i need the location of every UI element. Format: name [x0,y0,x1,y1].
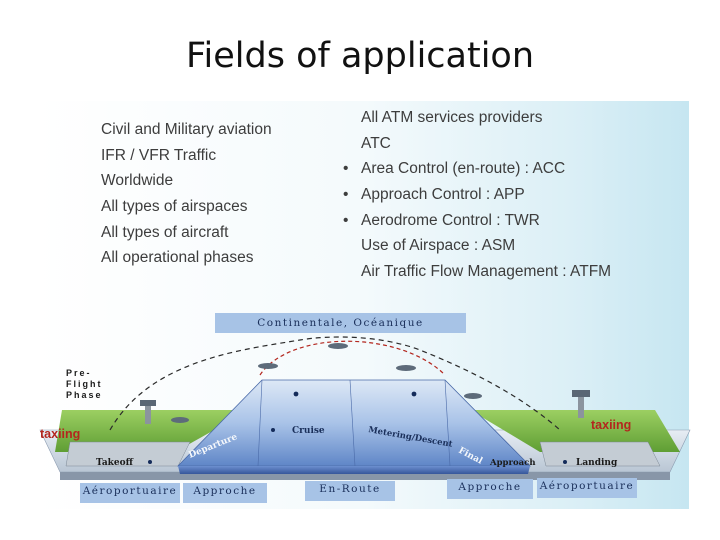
services-item-text: Air Traffic Flow Management : ATFM [361,263,612,281]
services-item: ATC [343,131,611,157]
scope-item: All types of aircraft [101,223,229,241]
segment-marker [271,428,275,432]
services-item: • Aerodrome Control : TWR [343,208,611,234]
sector-line [349,379,356,467]
segment-label-approach: Approach [489,458,536,468]
runway-right [539,441,661,467]
services-item-text: Approach Control : APP [361,186,525,204]
control-tower-icon [140,400,156,424]
bullet: • [343,186,349,204]
services-item-text: ATC [361,134,391,152]
sector-line [444,379,451,467]
scope-item: Worldwide [101,172,174,190]
scope-item: All types of airspaces [101,198,248,216]
bottom-label-airport-2: Aéroportuaire [537,478,637,498]
scope-item: IFR / VFR Traffic [101,146,217,164]
services-item-text: Aerodrome Control : TWR [361,211,540,229]
segment-marker [148,460,152,464]
bullet: • [343,211,349,229]
services-item: Air Traffic Flow Management : ATFM [343,259,611,285]
flight-trajectory [109,336,561,431]
segment-label-cruise: Cruise [292,426,325,436]
scope-item: All operational phases [101,249,254,267]
services-item-text: Use of Airspace : ASM [361,237,516,255]
bullet: • [343,160,349,178]
bottom-label-airport: Aéroportuaire [80,483,180,503]
services-item-text: All ATM services providers [361,109,543,126]
segment-label-landing: Landing [576,458,618,468]
ground-right [470,410,680,452]
bottom-label-en-route: En-Route [305,481,395,501]
ground-left [55,410,250,452]
segment-label-takeoff: Takeoff [96,458,134,468]
bottom-label-approach: Approche [183,483,267,503]
services-item: Use of Airspace : ASM [343,233,611,259]
flight-arc [259,340,446,376]
services-item: All ATM services providers [343,105,611,131]
services-item-text: Area Control (en-route) : ACC [361,160,566,178]
segment-marker [563,460,567,464]
services-list: All ATM services providers ATC • Area Con… [343,105,611,285]
taxiing-label-right: taxiing [591,418,632,432]
airspace-plateau-side [178,466,530,474]
oceanic-continental-label: Continentale, Océanique [215,313,466,333]
control-tower-icon [572,390,590,418]
sector-marker [293,391,299,397]
taxiing-label-left: taxiing [40,427,81,441]
services-item: • Approach Control : APP [343,182,611,208]
slide-title: Fields of application [185,36,535,76]
services-item: • Area Control (en-route) : ACC [343,156,611,182]
scope-list: Civil and Military aviation IFR / VFR Tr… [101,117,272,271]
scope-item: Civil and Military aviation [101,121,272,138]
bottom-label-approach-2: Approche [447,479,533,499]
aircraft-icon [171,343,482,423]
sector-marker [411,391,417,397]
pre-flight-phase-label: Pre- Flight Phase [66,368,103,400]
sector-line [257,379,263,467]
